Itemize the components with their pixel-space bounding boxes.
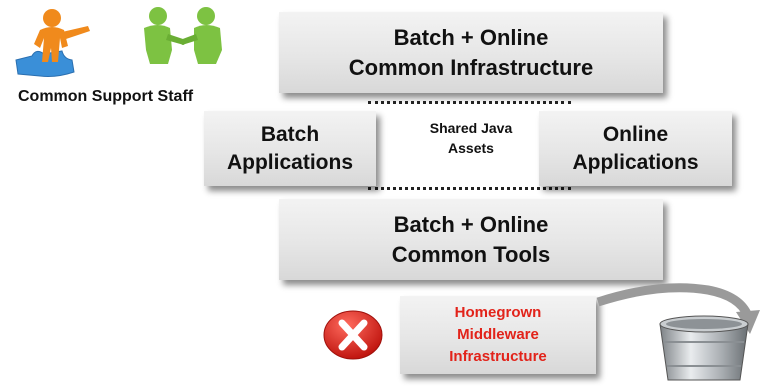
shared-assets-label: Shared Java Assets bbox=[412, 118, 530, 158]
batch-line-2: Applications bbox=[226, 150, 353, 174]
shared-line-1: Shared Java bbox=[429, 120, 513, 136]
middleware-line-1: Homegrown bbox=[454, 304, 542, 321]
shared-line-2: Assets bbox=[448, 140, 494, 156]
middleware-line-3: Infrastructure bbox=[449, 348, 547, 365]
online-applications-box: Online Applications bbox=[539, 111, 732, 186]
shared-assets-region bbox=[368, 101, 571, 190]
middleware-line-2: Middleware bbox=[457, 326, 539, 343]
metal-bucket-icon bbox=[596, 283, 760, 381]
online-line-2: Applications bbox=[572, 150, 699, 174]
tools-line-1: Batch + Online bbox=[393, 211, 549, 237]
batch-applications-box: Batch Applications bbox=[204, 111, 376, 186]
tools-line-2: Common Tools bbox=[391, 241, 551, 267]
people-puzzle-handshake-icon bbox=[15, 7, 222, 77]
batch-line-1: Batch bbox=[260, 122, 320, 146]
online-line-1: Online bbox=[602, 122, 669, 146]
common-tools-box: Batch + Online Common Tools bbox=[279, 199, 663, 280]
infrastructure-line-1: Batch + Online bbox=[393, 24, 549, 50]
homegrown-middleware-box: Homegrown Middleware Infrastructure bbox=[400, 296, 596, 374]
common-infrastructure-box: Batch + Online Common Infrastructure bbox=[279, 12, 663, 93]
curved-arrow-icon bbox=[596, 283, 753, 318]
red-x-icon bbox=[323, 310, 383, 360]
support-staff-label: Common Support Staff bbox=[18, 88, 194, 105]
infrastructure-line-2: Common Infrastructure bbox=[348, 54, 594, 80]
